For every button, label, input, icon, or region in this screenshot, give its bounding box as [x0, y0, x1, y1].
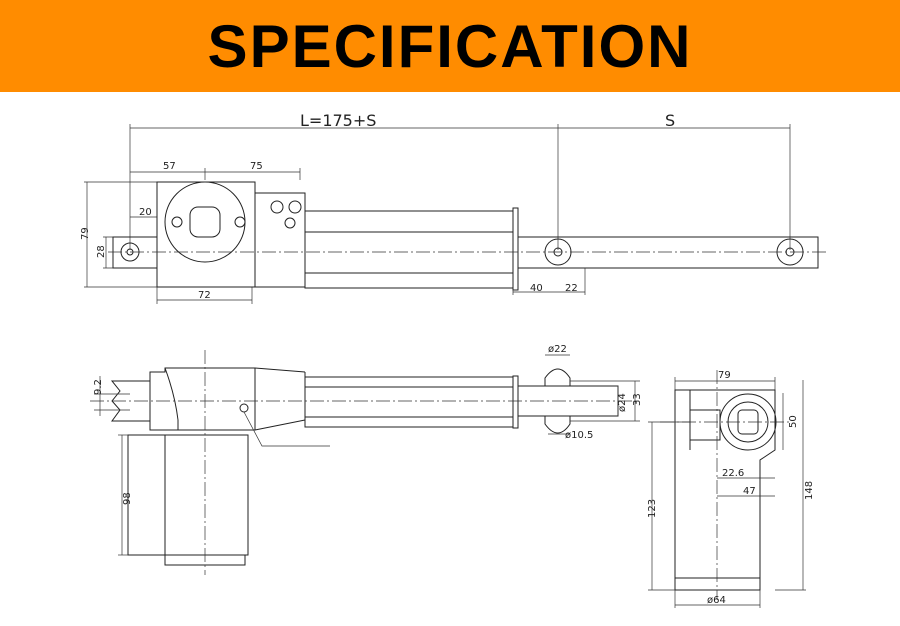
header-banner: SPECIFICATION	[0, 0, 900, 92]
dim-dia22: ø22	[548, 344, 567, 355]
dim-22: 22	[565, 283, 578, 294]
dim-79: 79	[80, 227, 91, 240]
dim-98: 98	[122, 492, 133, 505]
dim-9-2: 9.2	[93, 379, 104, 395]
dim-overall-length: L=175+S	[300, 111, 376, 130]
top-view: L=175+S S 57 75 20 79 28 72	[80, 111, 828, 304]
dim-20: 20	[139, 207, 152, 218]
end-dim-47: 47	[743, 486, 756, 497]
end-dim-dia64: ø64	[707, 595, 726, 606]
end-dim-148: 148	[804, 481, 815, 500]
end-dim-79: 79	[718, 370, 731, 381]
dim-33: 33	[632, 393, 643, 406]
dim-72: 72	[198, 290, 211, 301]
end-dim-123: 123	[647, 499, 658, 518]
end-view: 79 50 22.6 47 123 148 ø64	[647, 370, 815, 608]
technical-drawing: L=175+S S 57 75 20 79 28 72	[80, 111, 828, 608]
dim-dia24: ø24	[617, 393, 628, 412]
dim-stroke: S	[665, 111, 675, 130]
end-dim-50: 50	[788, 415, 799, 428]
dim-28: 28	[96, 245, 107, 258]
page-title: SPECIFICATION	[207, 12, 693, 80]
side-view: 9.2 98 ø22 ø10.5 ø24	[90, 344, 643, 575]
dim-40: 40	[530, 283, 543, 294]
dim-dia10-5: ø10.5	[565, 430, 593, 441]
dim-75: 75	[250, 161, 263, 172]
dim-57: 57	[163, 161, 176, 172]
end-dim-22-6: 22.6	[722, 468, 744, 479]
